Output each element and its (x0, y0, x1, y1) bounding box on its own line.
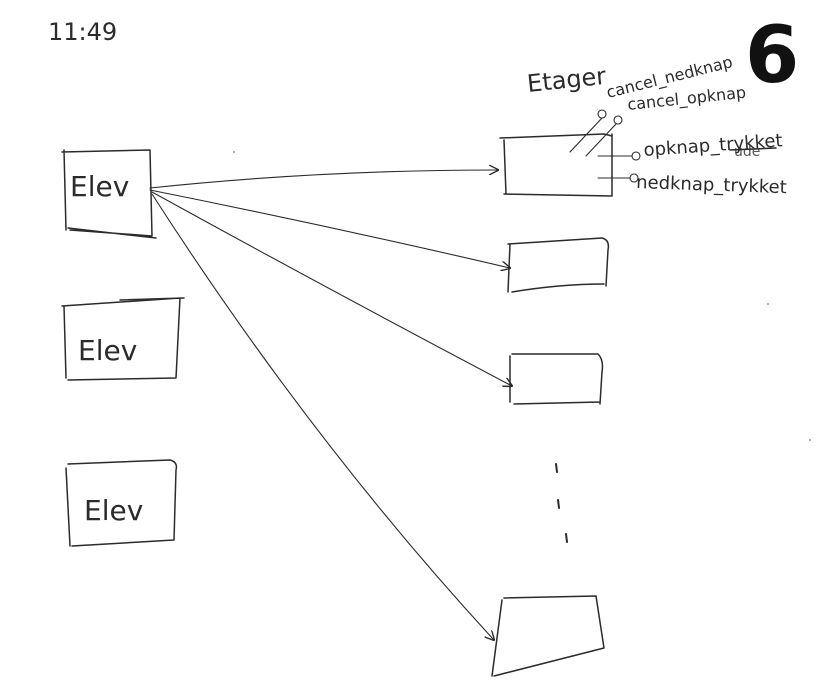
page-number: 6 (745, 11, 799, 101)
lollipop-cancel-opknap (613, 115, 623, 125)
connector-cancel-opknap (585, 123, 617, 157)
elevator-label-1: Elev (70, 170, 129, 203)
elevator-box-3: Elev (65, 459, 178, 547)
paper-specks (233, 151, 811, 441)
lollipop-cancel-nedknap (597, 109, 607, 119)
lollipop-nedknap (629, 173, 639, 183)
arrow-to-floor-2 (149, 189, 510, 268)
connector-cancel-nedknap (569, 117, 603, 153)
continuation-dots (555, 463, 568, 543)
attribute-connectors (569, 109, 641, 183)
elevator-box-1: Elev (61, 149, 157, 239)
connection-arrows (149, 170, 512, 640)
floor-box-n (491, 595, 605, 677)
attribute-opknap-trykket: opknap_trykket (643, 130, 783, 161)
floors-label: Etager (526, 62, 608, 98)
elevator-label-2: Elev (78, 334, 137, 367)
lollipop-opknap (631, 151, 641, 161)
elevator-label-3: Elev (84, 494, 143, 527)
floor-box-3 (509, 353, 604, 405)
floor-box-2 (507, 237, 610, 293)
floor-box-1 (499, 133, 613, 197)
strikethrough-line (729, 147, 777, 151)
arrow-to-floor-n (151, 193, 494, 640)
struck-word: ude (734, 144, 760, 160)
arrow-to-floor-1 (149, 170, 498, 189)
arrow-to-floor-3 (151, 191, 512, 386)
elevator-box-2: Elev (61, 297, 185, 381)
attribute-nedknap-trykket: nedknap_trykket (636, 172, 787, 198)
timestamp: 11:49 (48, 18, 117, 46)
